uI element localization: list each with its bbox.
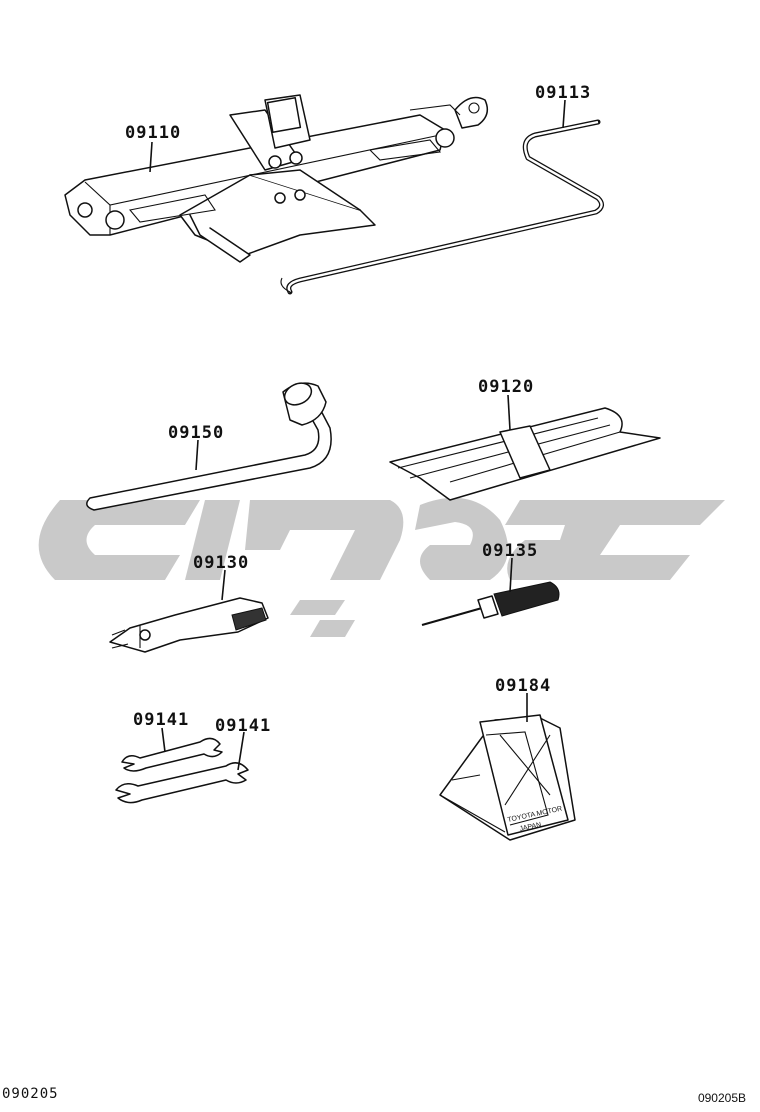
part-label-09130: 09130 — [193, 553, 249, 573]
leader-09150 — [195, 439, 199, 471]
part-label-09120: 09120 — [478, 377, 534, 397]
part-label-09135: 09135 — [482, 541, 538, 561]
tool-bag-illustration — [389, 407, 661, 501]
watermark-logo — [38, 497, 725, 637]
jack-handle-illustration — [280, 119, 604, 295]
jack-illustration — [64, 94, 489, 263]
wrench-1-illustration — [121, 737, 223, 772]
part-label-09141-b: 09141 — [215, 716, 271, 736]
leader-09110 — [149, 141, 153, 173]
chock-brand-line2: JAPAN — [519, 822, 542, 833]
leader-09120 — [507, 394, 511, 431]
figure-code-left: 090205 — [2, 1086, 59, 1102]
screwdriver-illustration — [421, 581, 560, 627]
part-label-09110: 09110 — [125, 123, 181, 143]
part-label-09113: 09113 — [535, 83, 591, 103]
part-label-09141-a: 09141 — [133, 710, 189, 730]
wheel-chock-illustration: TOYOTA MOTOR JAPAN — [439, 714, 576, 841]
lug-wrench-illustration — [86, 382, 332, 511]
leader-09141-b — [237, 731, 245, 771]
part-label-09184: 09184 — [495, 676, 551, 696]
pliers-illustration — [109, 597, 269, 653]
leader-09130 — [221, 569, 226, 601]
leader-09141-a — [161, 727, 166, 753]
leader-09135 — [509, 557, 513, 593]
leader-09113 — [562, 99, 566, 129]
wrench-2-illustration — [115, 762, 249, 804]
part-label-09150: 09150 — [168, 423, 224, 443]
figure-code-right: 090205B — [697, 1091, 746, 1105]
